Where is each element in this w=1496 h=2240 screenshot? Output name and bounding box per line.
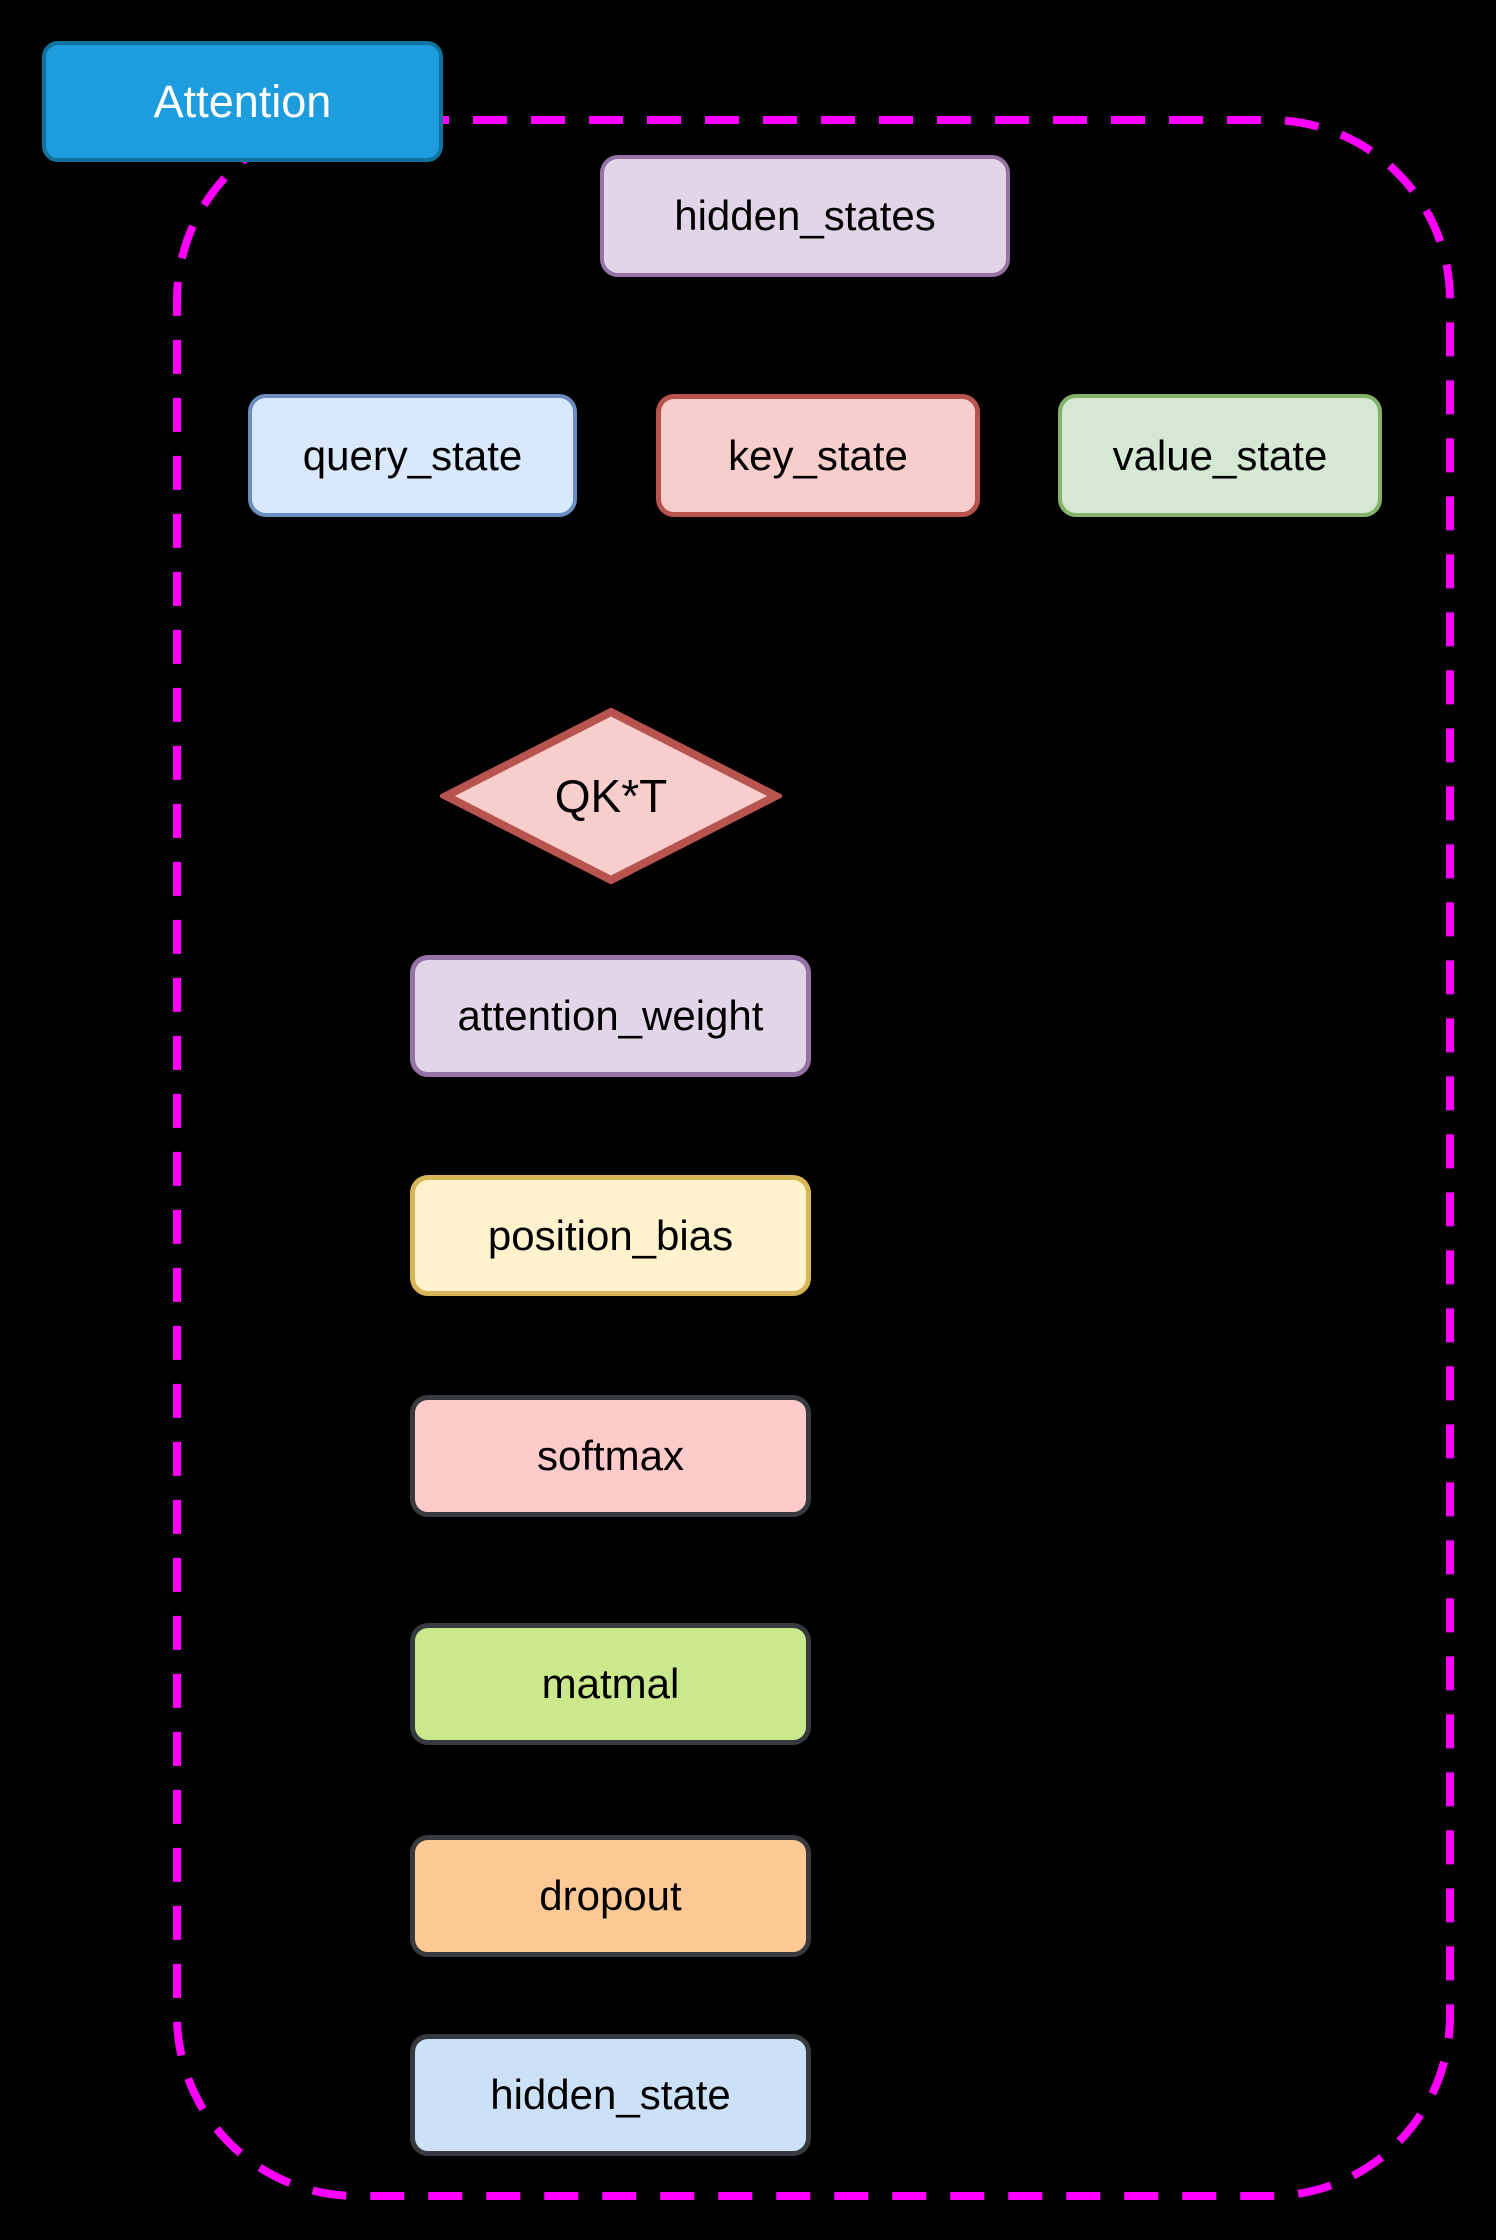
node-attention-weight: attention_weight <box>410 955 811 1077</box>
group-boundary-outline <box>173 116 1454 2200</box>
node-value-state: value_state <box>1058 394 1382 517</box>
node-qkt: QK*T <box>440 706 782 886</box>
node-hidden-states: hidden_states <box>600 155 1010 277</box>
node-key-state: key_state <box>656 394 980 517</box>
attention-group-title: Attention <box>42 41 443 162</box>
node-query-state: query_state <box>248 394 577 517</box>
node-position-bias: position_bias <box>410 1175 811 1296</box>
node-qkt-label: QK*T <box>554 770 668 822</box>
diamond-shape <box>440 707 782 885</box>
node-matmal: matmal <box>410 1623 811 1745</box>
node-softmax: softmax <box>410 1395 811 1517</box>
node-hidden-state: hidden_state <box>410 2034 811 2156</box>
diamond-outline <box>440 707 782 885</box>
node-dropout: dropout <box>410 1835 811 1957</box>
